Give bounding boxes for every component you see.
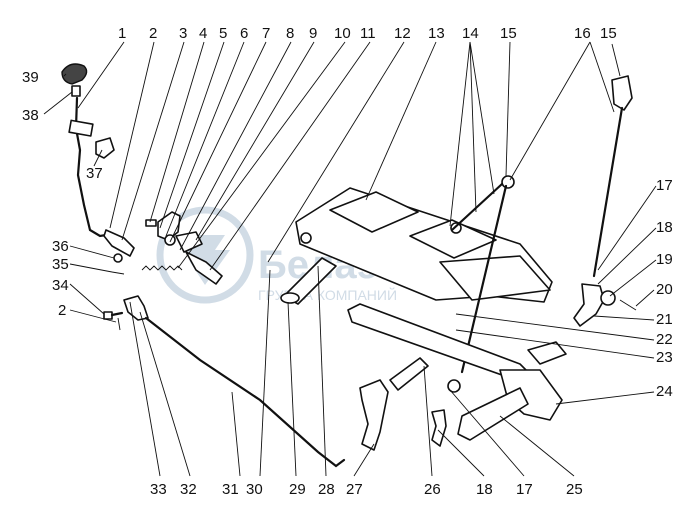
part-pin-2 (117, 317, 121, 331)
callout-5: 5 (219, 25, 227, 42)
callout-29: 29 (289, 481, 306, 498)
callout-23: 23 (656, 349, 673, 366)
callout-30: 30 (246, 481, 263, 498)
callout-22: 22 (656, 331, 673, 348)
callout-16: 16 (574, 25, 591, 42)
part-long-rod (144, 316, 346, 468)
part-link-11 (185, 251, 223, 285)
callout-18-bottom: 18 (476, 481, 493, 498)
callout-37: 37 (86, 165, 103, 182)
callout-18-right: 18 (656, 219, 673, 236)
callout-2-left: 2 (58, 302, 66, 319)
callout-28: 28 (318, 481, 335, 498)
callout-15-top: 15 (500, 25, 517, 42)
part-knob (61, 63, 88, 97)
part-bolt-34 (103, 311, 124, 320)
callout-1: 1 (118, 25, 126, 42)
part-upper-rod (460, 75, 633, 374)
callout-26: 26 (424, 481, 441, 498)
part-pin-26 (389, 357, 429, 391)
callout-38: 38 (22, 107, 39, 124)
part-lower-eye (573, 283, 637, 327)
callout-34: 34 (52, 277, 69, 294)
callout-17-bottom: 17 (516, 481, 533, 498)
watermark-caption: ГРУППА КОМПАНИЙ (258, 286, 397, 303)
part-spring (141, 265, 183, 271)
callout-36: 36 (52, 238, 69, 255)
part-housing-cover (295, 187, 553, 303)
callout-15-right: 15 (600, 25, 617, 42)
callout-39: 39 (22, 69, 39, 86)
callout-numbers: 1 2 3 4 5 6 7 8 9 10 11 12 13 14 15 16 1… (22, 25, 673, 498)
part-lever-assembly (145, 211, 203, 253)
part-fork-shaft (347, 303, 567, 441)
part-bracket-37 (95, 137, 115, 159)
callout-21: 21 (656, 311, 673, 328)
part-clevis (123, 295, 149, 321)
callout-2: 2 (149, 25, 157, 42)
callout-13: 13 (428, 25, 445, 42)
callout-3: 3 (179, 25, 187, 42)
callout-14: 14 (462, 25, 479, 42)
leader-lines (43, 41, 657, 477)
callout-25: 25 (566, 481, 583, 498)
callout-24: 24 (656, 383, 673, 400)
part-roller (280, 257, 337, 305)
callout-9: 9 (309, 25, 317, 42)
callout-31: 31 (222, 481, 239, 498)
callout-19: 19 (656, 251, 673, 268)
callout-10: 10 (334, 25, 351, 42)
callout-6: 6 (240, 25, 248, 42)
callout-12: 12 (394, 25, 411, 42)
callout-32: 32 (180, 481, 197, 498)
callout-8: 8 (286, 25, 294, 42)
callout-11: 11 (360, 25, 376, 42)
part-lever-3 (103, 229, 135, 257)
part-fork-18 (431, 409, 447, 447)
callout-35: 35 (52, 256, 69, 273)
callout-33: 33 (150, 481, 167, 498)
callout-7: 7 (262, 25, 270, 42)
callout-17-right: 17 (656, 177, 673, 194)
callout-20: 20 (656, 281, 673, 298)
part-rod-14 (450, 182, 504, 232)
callout-4: 4 (199, 25, 207, 42)
callout-27: 27 (346, 481, 363, 498)
part-fork-27 (359, 379, 389, 451)
